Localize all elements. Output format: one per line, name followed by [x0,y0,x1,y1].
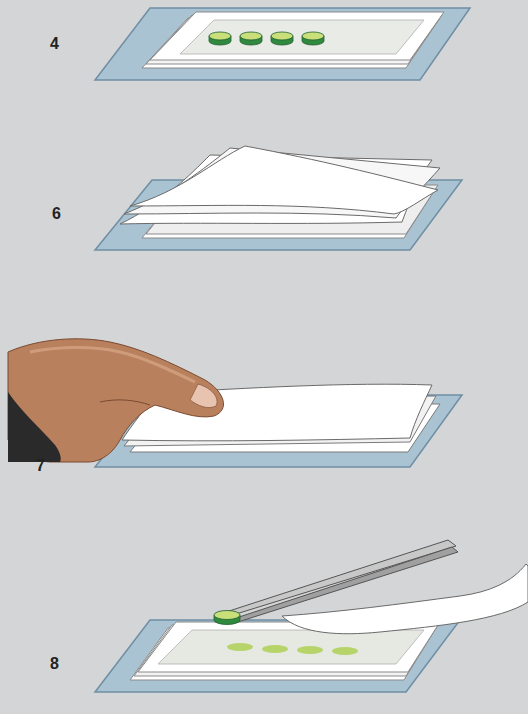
step-number: 8 [50,656,59,672]
tray-pressed-by-finger [8,339,462,467]
step-number: 7 [36,458,45,474]
step-number: 6 [52,206,61,222]
tray-with-paper-cover [95,146,462,250]
tray-with-stains-and-tweezers [95,540,528,692]
step-number: 4 [50,36,59,52]
tray-with-discs [95,8,470,80]
